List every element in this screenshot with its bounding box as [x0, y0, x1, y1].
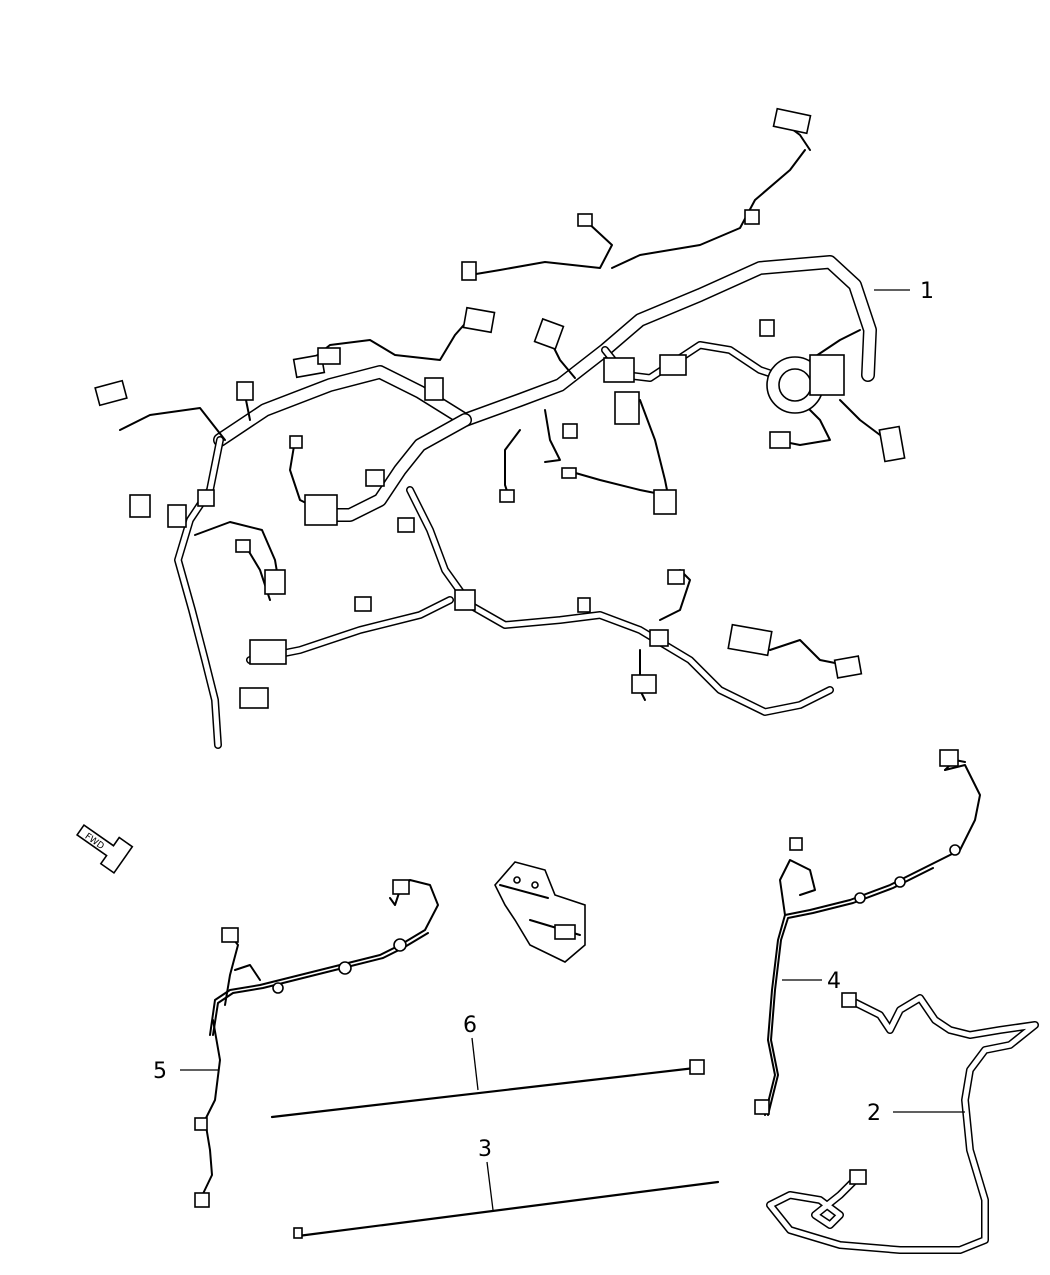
mounting-bracket: [494, 861, 586, 963]
rod-6: [270, 1059, 705, 1119]
rod-3: [293, 1180, 720, 1239]
callout-4-label: 4: [827, 969, 841, 994]
main-instrument-panel-harness: [94, 107, 906, 749]
right-lower-harness: [766, 992, 1039, 1254]
callout-5-label: 5: [153, 1059, 167, 1084]
forward-arrow-icon: FWD: [75, 823, 134, 875]
callout-2-label: 2: [867, 1101, 881, 1126]
callout-1-label: 1: [920, 279, 934, 304]
left-jumper-harness: [194, 879, 439, 1208]
callout-3-label: 3: [478, 1137, 492, 1162]
callout-3-leader: [486, 1161, 494, 1211]
callout-6-leader: [471, 1037, 479, 1091]
right-jumper-harness: [754, 749, 981, 1116]
callout-6-label: 6: [463, 1013, 477, 1038]
